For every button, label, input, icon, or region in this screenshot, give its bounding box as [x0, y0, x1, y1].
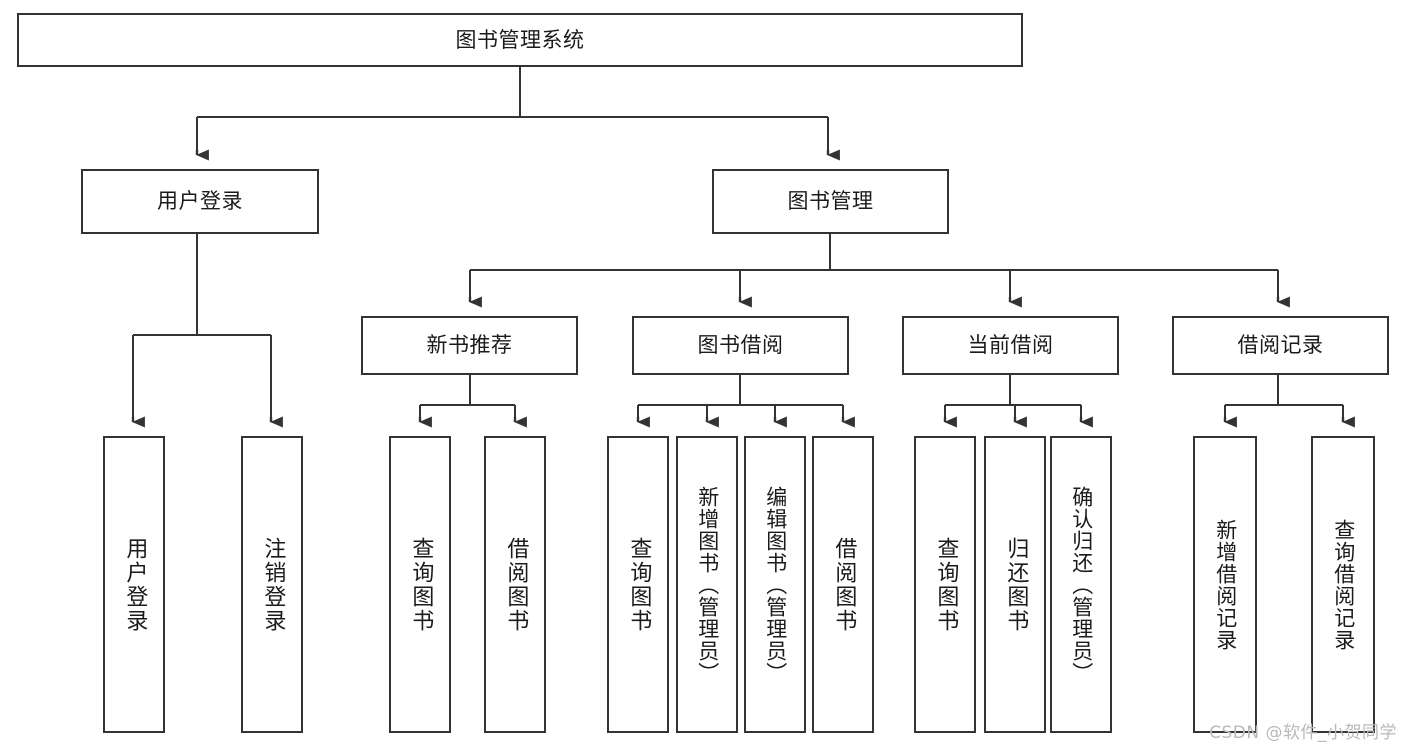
leaf-add-book-admin-label: 新增图书（管理员） [695, 485, 720, 684]
leaf-return-book[interactable]: 归还图书 [984, 436, 1046, 733]
node-new-book-recommend-label: 新书推荐 [426, 333, 513, 358]
leaf-query-borrow-record[interactable]: 查询借阅记录 [1311, 436, 1375, 733]
leaf-query-book-borrow-label: 查询图书 [626, 536, 652, 633]
leaf-user-login-label: 用户登录 [122, 536, 148, 633]
leaf-borrow-book-recommend-label: 借阅图书 [503, 536, 529, 633]
leaf-query-book-current[interactable]: 查询图书 [914, 436, 976, 733]
leaf-logout-login-label: 注销登录 [260, 536, 286, 633]
leaf-query-borrow-record-label: 查询借阅记录 [1331, 518, 1356, 651]
node-root-label: 图书管理系统 [455, 27, 585, 52]
node-book-management[interactable]: 图书管理 [712, 169, 949, 234]
leaf-edit-book-admin[interactable]: 编辑图书（管理员） [744, 436, 806, 733]
node-current-borrow[interactable]: 当前借阅 [902, 316, 1119, 375]
watermark: CSDN @软件_小贺同学 [1209, 723, 1397, 743]
node-root[interactable]: 图书管理系统 [17, 13, 1023, 67]
leaf-borrow-book-recommend[interactable]: 借阅图书 [484, 436, 546, 733]
leaf-edit-book-admin-label: 编辑图书（管理员） [763, 485, 788, 684]
leaf-query-book-recommend-label: 查询图书 [408, 536, 434, 633]
leaf-add-book-admin[interactable]: 新增图书（管理员） [676, 436, 738, 733]
node-new-book-recommend[interactable]: 新书推荐 [361, 316, 578, 375]
leaf-confirm-return-admin[interactable]: 确认归还（管理员） [1050, 436, 1112, 733]
leaf-borrow-book-label: 借阅图书 [831, 536, 857, 633]
node-book-management-label: 图书管理 [787, 189, 874, 214]
leaf-confirm-return-admin-label: 确认归还（管理员） [1069, 485, 1094, 684]
leaf-query-book-recommend[interactable]: 查询图书 [389, 436, 451, 733]
leaf-add-borrow-record-label: 新增借阅记录 [1213, 518, 1238, 651]
node-current-borrow-label: 当前借阅 [967, 333, 1054, 358]
node-book-borrow-label: 图书借阅 [697, 333, 784, 358]
node-borrow-record-label: 借阅记录 [1237, 333, 1324, 358]
leaf-logout-login[interactable]: 注销登录 [241, 436, 303, 733]
leaf-return-book-label: 归还图书 [1003, 536, 1029, 633]
leaf-query-book-borrow[interactable]: 查询图书 [607, 436, 669, 733]
node-book-borrow[interactable]: 图书借阅 [632, 316, 849, 375]
leaf-user-login[interactable]: 用户登录 [103, 436, 165, 733]
node-borrow-record[interactable]: 借阅记录 [1172, 316, 1389, 375]
node-user-login-label: 用户登录 [157, 189, 243, 214]
leaf-borrow-book[interactable]: 借阅图书 [812, 436, 874, 733]
leaf-add-borrow-record[interactable]: 新增借阅记录 [1193, 436, 1257, 733]
node-user-login[interactable]: 用户登录 [81, 169, 319, 234]
leaf-query-book-current-label: 查询图书 [933, 536, 959, 633]
